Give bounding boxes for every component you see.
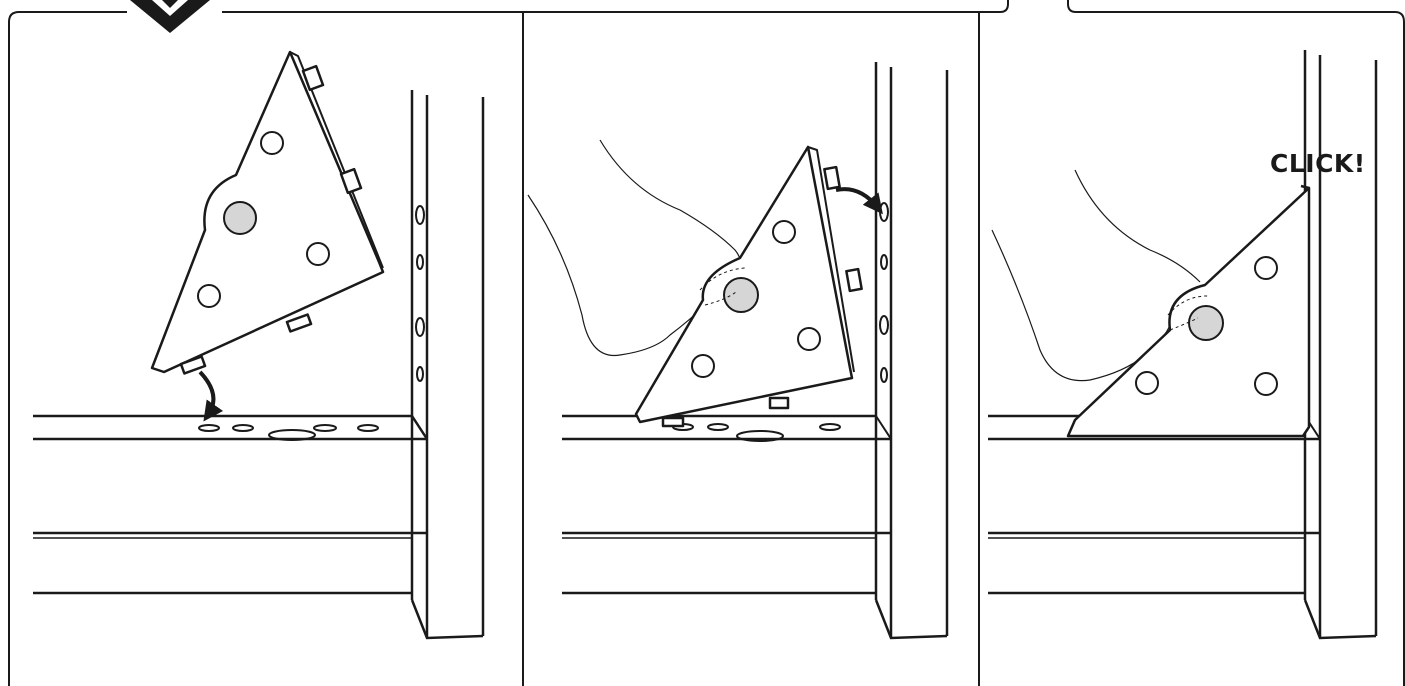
direction-badge-icon <box>130 0 210 33</box>
panel-step-1 <box>33 52 483 638</box>
panel-step-3: CLICK! <box>988 50 1376 638</box>
arrow-right-icon <box>836 189 878 208</box>
arrow-down-icon <box>200 372 213 415</box>
corner-shelf <box>1068 186 1309 436</box>
panel-step-2 <box>528 62 947 638</box>
peg-holes-vertical <box>880 203 888 382</box>
click-label: CLICK! <box>1270 149 1366 178</box>
peg-holes-vertical <box>416 206 424 381</box>
corner-shelf <box>152 52 383 373</box>
